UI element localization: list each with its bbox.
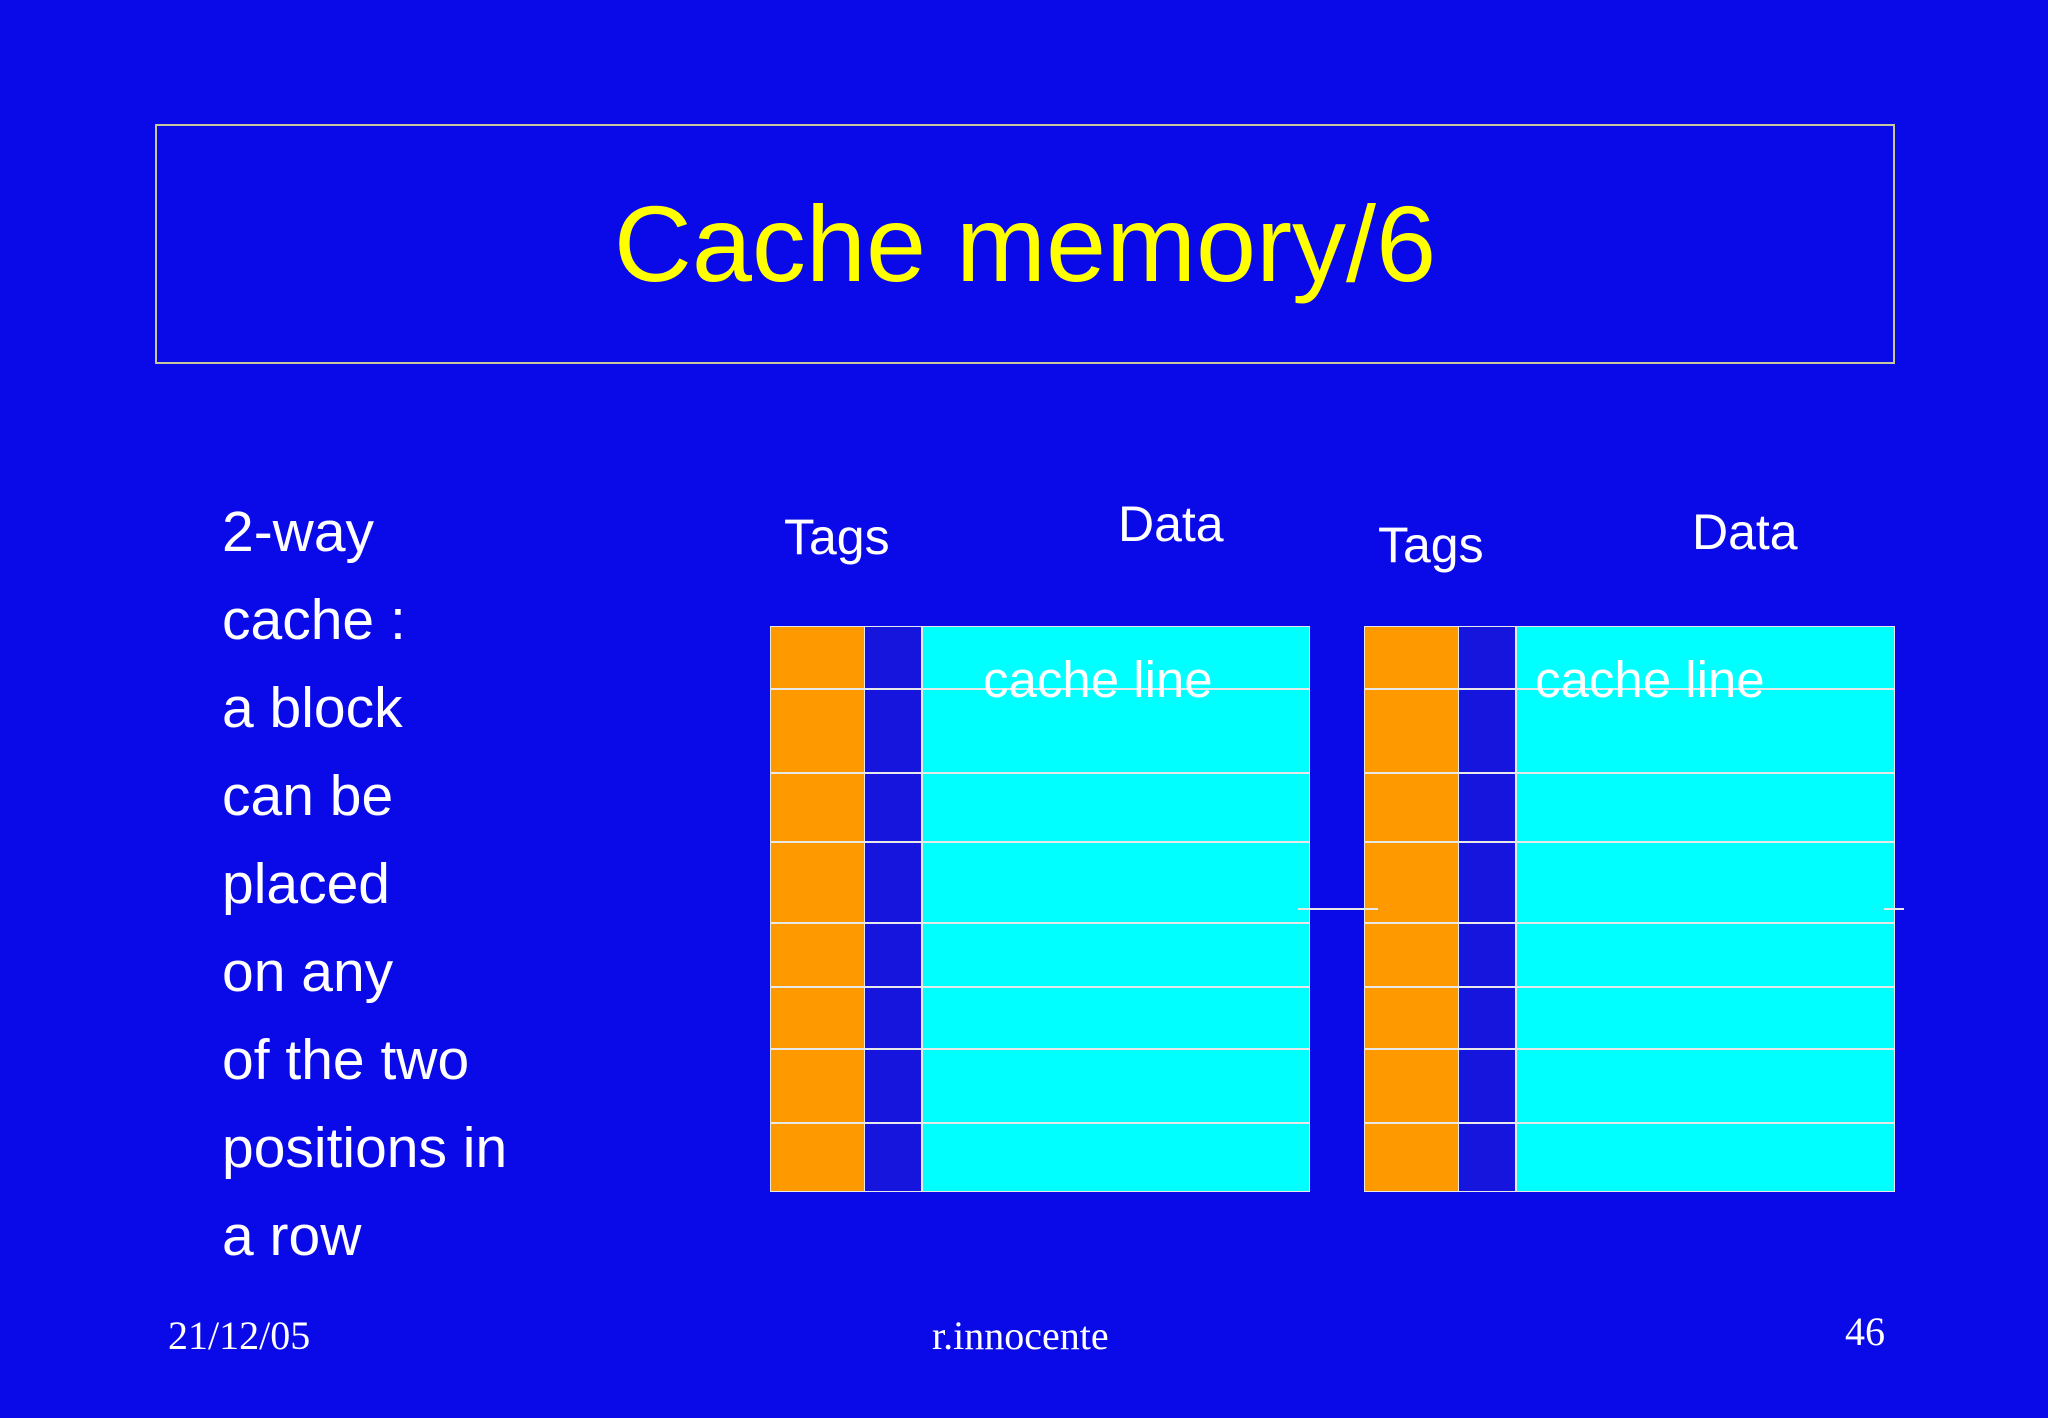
way2-gap-cell — [1459, 923, 1516, 987]
body-line: placed — [222, 852, 390, 916]
way1-gap-cell — [865, 773, 922, 843]
way1-gap-cell — [865, 923, 922, 987]
body-line: positions in — [222, 1116, 508, 1180]
way2-tag-cell — [1364, 1049, 1459, 1124]
way2-gap-column — [1459, 626, 1516, 1192]
way1-tags-header: Tags — [784, 509, 890, 565]
way2-tag-cell — [1364, 1123, 1459, 1192]
body-line: 2-way — [222, 500, 375, 564]
way2-tag-cell — [1364, 689, 1459, 774]
way2-data-cell — [1516, 842, 1895, 924]
way1-tag-cell — [770, 842, 865, 924]
way1-tag-cell — [770, 1049, 865, 1124]
body-line: a block — [222, 676, 403, 740]
way2-tag-cell — [1364, 923, 1459, 987]
way1-gap-cell — [865, 626, 922, 690]
way1-gap-cell — [865, 1049, 922, 1124]
body-line: of the two — [222, 1028, 470, 1092]
cache-way-1 — [770, 626, 1310, 1192]
footer-author: r.innocente — [932, 1313, 1109, 1358]
body-line: can be — [222, 764, 394, 828]
way1-gap-cell — [865, 689, 922, 774]
way2-gap-cell — [1459, 626, 1516, 690]
way1-gap-cell — [865, 1123, 922, 1192]
page-title: Cache memory/6 — [613, 183, 1437, 305]
way1-gap-column — [865, 626, 922, 1192]
way2-tag-cell — [1364, 986, 1459, 1050]
way1-data-cell — [922, 626, 1310, 690]
body-line: cache : — [222, 588, 406, 652]
way1-data-cell — [922, 986, 1310, 1050]
way1-gap-cell — [865, 842, 922, 924]
way1-tag-cell — [770, 626, 865, 690]
way2-gap-cell — [1459, 986, 1516, 1050]
way2-data-column — [1516, 626, 1895, 1192]
way1-row-overhang-line — [1298, 908, 1378, 910]
way2-data-cell — [1516, 986, 1895, 1050]
way2-tag-cell — [1364, 842, 1459, 924]
way2-data-cell — [1516, 689, 1895, 774]
way2-gap-cell — [1459, 842, 1516, 924]
way1-tag-cell — [770, 923, 865, 987]
way2-data-cell — [1516, 626, 1895, 690]
way1-data-column — [922, 626, 1310, 1192]
way1-tag-cell — [770, 1123, 865, 1192]
way2-data-cell — [1516, 773, 1895, 843]
way1-tag-cell — [770, 689, 865, 774]
way2-data-cell — [1516, 1049, 1895, 1124]
way1-data-cell — [922, 689, 1310, 774]
body-line: on any — [222, 940, 394, 1004]
way2-tag-cell — [1364, 626, 1459, 690]
way2-gap-cell — [1459, 689, 1516, 774]
way2-data-cell — [1516, 1123, 1895, 1192]
way1-tag-cell — [770, 986, 865, 1050]
way1-data-cell — [922, 1123, 1310, 1192]
way1-data-cell — [922, 1049, 1310, 1124]
way2-row-overhang-line — [1884, 908, 1904, 910]
way2-gap-cell — [1459, 1123, 1516, 1192]
way1-data-cell — [922, 923, 1310, 987]
way1-tag-cell — [770, 773, 865, 843]
body-line: a row — [222, 1204, 362, 1268]
cache-way-2 — [1364, 626, 1895, 1192]
way1-data-cell — [922, 773, 1310, 843]
page-number: 46 — [1845, 1309, 1885, 1354]
way2-tags-header: Tags — [1378, 517, 1484, 573]
way1-data-header: Data — [1118, 496, 1224, 552]
title-frame — [155, 124, 1895, 364]
way2-data-cell — [1516, 923, 1895, 987]
footer-date: 21/12/05 — [168, 1313, 311, 1358]
way2-tags-column — [1364, 626, 1459, 1192]
way1-gap-cell — [865, 986, 922, 1050]
way2-gap-cell — [1459, 773, 1516, 843]
way1-data-cell — [922, 842, 1310, 924]
body-text: 2-way cache : a block can be placed on a… — [222, 488, 622, 1280]
way2-gap-cell — [1459, 1049, 1516, 1124]
way1-tags-column — [770, 626, 865, 1192]
way2-tag-cell — [1364, 773, 1459, 843]
way2-data-header: Data — [1692, 504, 1798, 560]
